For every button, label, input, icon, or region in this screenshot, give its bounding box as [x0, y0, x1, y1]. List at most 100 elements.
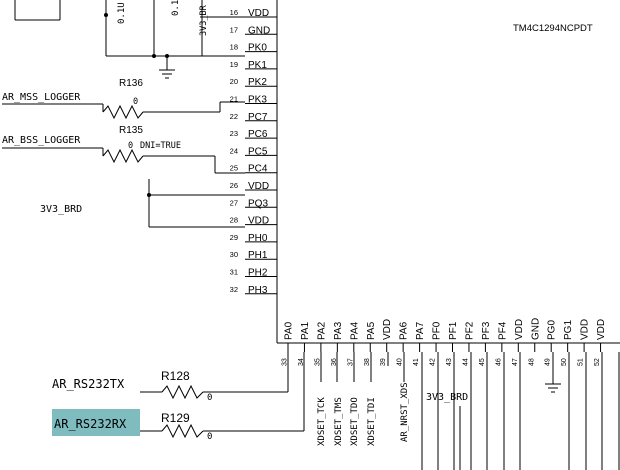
pin-number: 18 — [230, 43, 238, 52]
pin-number: 19 — [230, 60, 238, 69]
net-highlight-rs232rx — [52, 409, 140, 436]
bottom-pin: PA5 38 — [364, 321, 377, 366]
pin-number: 35 — [314, 358, 321, 366]
left-pin: 27 PQ3 — [230, 198, 277, 209]
pin-number: 31 — [230, 268, 238, 277]
pin-name: PF1 — [448, 321, 459, 340]
left-pin: 30 PH1 — [230, 250, 277, 261]
resistor-ref-r129: R129 — [161, 411, 190, 425]
pin-number: 52 — [594, 358, 601, 366]
pin-number: 32 — [230, 285, 238, 294]
pin-name: PQ3 — [248, 198, 268, 209]
pin-name: PF4 — [497, 321, 508, 340]
pin-name: VDD — [580, 319, 591, 340]
resistor-value-r128: 0 — [207, 393, 212, 403]
bottom-pin: PA2 35 — [314, 321, 327, 366]
pin-name: PA1 — [300, 321, 311, 340]
pin-number: 38 — [364, 358, 371, 366]
pin-number: 40 — [397, 358, 404, 366]
pin-name: PK1 — [248, 60, 267, 71]
chip-part-label: TM4C1294NCPDT — [513, 23, 593, 34]
pin-number: 48 — [528, 358, 535, 366]
pin-name: VDD — [596, 319, 607, 340]
bottom-pin: VDD 52 — [594, 319, 607, 366]
pin-number: 45 — [479, 358, 486, 366]
pin-number: 30 — [230, 250, 238, 259]
junction-dot — [165, 54, 169, 58]
pin-name: PC5 — [248, 146, 268, 157]
bottom-pin: PG0 49 — [545, 320, 558, 366]
bottom-pin: PG1 50 — [561, 320, 574, 366]
pin-name: PG0 — [547, 320, 558, 340]
pin-name: VDD — [248, 216, 269, 227]
pin-name: PA6 — [399, 321, 410, 340]
net-label-rs232rx: AR_RS232RX — [54, 417, 127, 431]
pin-name: PH0 — [248, 233, 268, 244]
bottom-pin: PA4 37 — [347, 321, 360, 366]
pin-number: 25 — [230, 164, 238, 173]
pin-name: PK0 — [248, 43, 267, 54]
pin-name: VDD — [248, 8, 269, 19]
pin-number: 49 — [545, 358, 552, 366]
pin-name: PA2 — [316, 321, 327, 340]
net-label-xds-tck: XDSET_TCK — [317, 397, 327, 446]
pin-number: 42 — [430, 358, 437, 366]
resistor-ref-r136: R136 — [119, 78, 143, 89]
pin-name: VDD — [382, 319, 393, 340]
net-label-bss-logger: AR_BSS_LOGGER — [2, 135, 81, 146]
decoupling-capacitors — [14, 0, 245, 79]
bottom-pin: VDD 39 — [380, 319, 393, 366]
net-label-nrst: AR_NRST_XDS — [400, 382, 410, 442]
pin-number: 39 — [380, 358, 387, 366]
pin-name: PH3 — [248, 285, 268, 296]
pin-number: 26 — [230, 181, 238, 190]
pin-name: PG1 — [563, 320, 574, 340]
pin-number: 37 — [347, 358, 354, 366]
pin-name: PA3 — [333, 321, 344, 340]
pin-number: 51 — [578, 358, 585, 366]
net-label-xds-tdi: XDSET_TDI — [367, 397, 377, 446]
resistor-r128 — [161, 384, 204, 400]
pin-number: 20 — [230, 77, 238, 86]
pin-number: 50 — [561, 358, 568, 366]
pin-name: PA5 — [366, 321, 377, 340]
left-pin: 23 PC6 — [230, 129, 277, 140]
resistor-value-r136: 0 — [133, 97, 138, 107]
pin-name: PA4 — [349, 321, 360, 340]
resistor-value-r129: 0 — [207, 432, 212, 442]
pin-name: PF3 — [481, 321, 492, 340]
left-pin: 28 VDD — [230, 216, 277, 227]
pin-number: 28 — [230, 216, 238, 225]
left-pin: 26 VDD — [230, 181, 277, 192]
cap-value-label: 0.1 — [171, 0, 181, 16]
resistor-r135 — [102, 148, 144, 164]
junction-dot — [104, 13, 108, 17]
pin-name: PF2 — [464, 321, 475, 340]
pin-name: PC6 — [248, 129, 268, 140]
pin-number: 23 — [230, 129, 238, 138]
jtag-nets — [320, 352, 620, 470]
pin-number: 44 — [462, 358, 469, 366]
pin-name: GND — [530, 318, 541, 340]
cap-value-label: 0.1U — [117, 2, 127, 24]
pin-number: 21 — [230, 95, 238, 104]
pin-name: PA7 — [415, 321, 426, 340]
pin-name: PH1 — [248, 250, 268, 261]
pin-number: 27 — [230, 198, 238, 207]
pin-name: VDD — [248, 181, 269, 192]
pin-number: 33 — [282, 358, 289, 366]
